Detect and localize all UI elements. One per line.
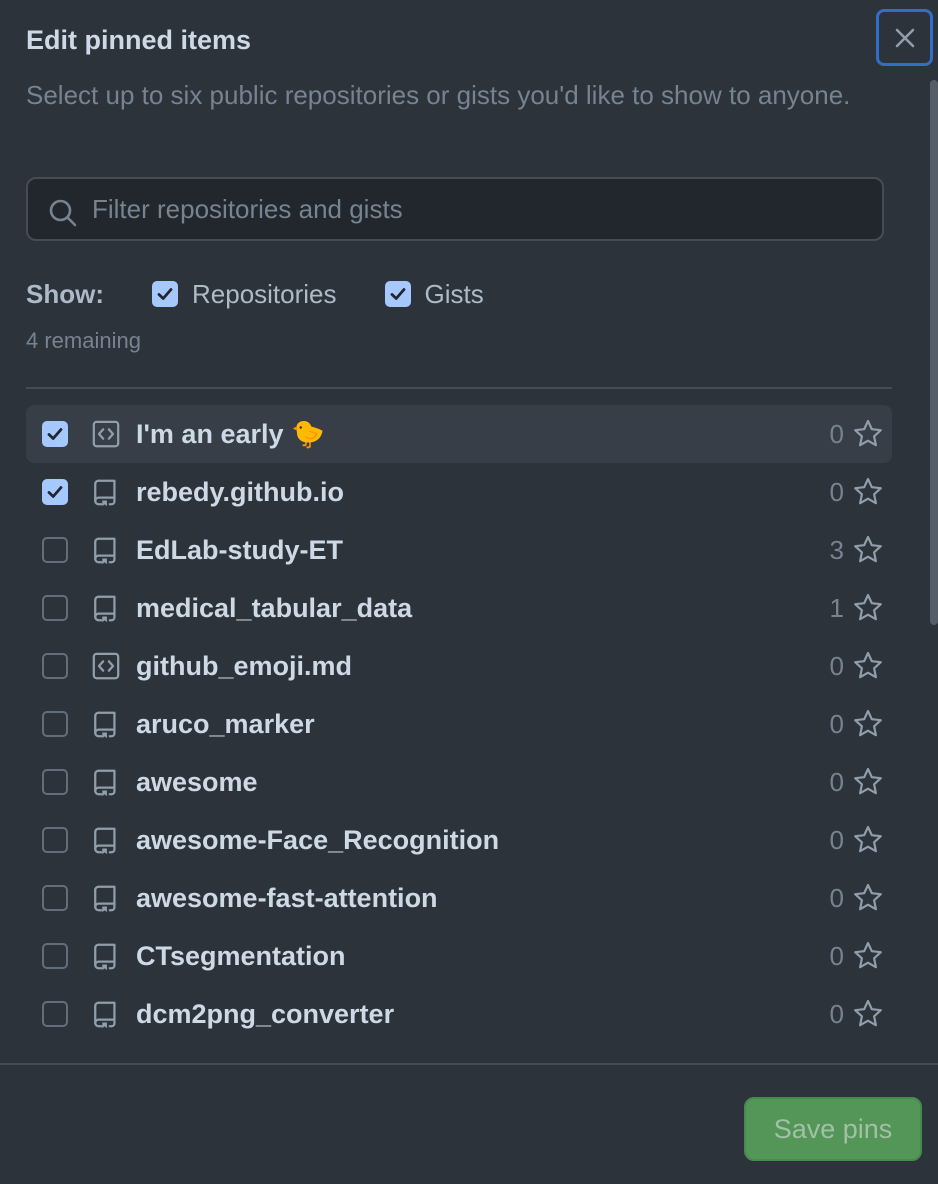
- star-icon: [852, 766, 884, 798]
- item-checkbox[interactable]: [42, 595, 68, 621]
- check-icon: [157, 288, 173, 300]
- dialog-description: Select up to six public repositories or …: [26, 80, 851, 110]
- check-icon: [390, 288, 405, 300]
- repo-icon: [90, 476, 122, 508]
- repo-icon: [90, 998, 122, 1030]
- repo-icon: [90, 824, 122, 856]
- dialog-title: Edit pinned items: [26, 25, 252, 55]
- repositories-label: Repositories: [192, 278, 337, 309]
- star-count: 0: [829, 766, 844, 797]
- star-icon: [852, 998, 884, 1030]
- show-repositories-option[interactable]: Repositories: [152, 279, 337, 310]
- item-checkbox[interactable]: [42, 479, 68, 505]
- star-icon: [852, 592, 884, 624]
- item-checkbox[interactable]: [42, 769, 68, 795]
- star-icon: [852, 534, 884, 566]
- check-icon: [47, 486, 63, 498]
- item-checkbox[interactable]: [42, 653, 68, 679]
- repositories-checkbox[interactable]: [152, 281, 178, 307]
- filter-field: [26, 177, 884, 241]
- dialog-footer: Save pins: [0, 1063, 938, 1184]
- list-item[interactable]: medical_tabular_data 1: [26, 579, 892, 637]
- list-item[interactable]: I'm an early 🐤 0: [26, 405, 892, 463]
- list-item[interactable]: awesome-Face_Recognition 0: [26, 811, 892, 869]
- item-name: awesome: [136, 766, 258, 797]
- repo-icon: [90, 766, 122, 798]
- star-count: 3: [829, 534, 844, 565]
- gists-label: Gists: [424, 278, 484, 309]
- item-name: awesome-fast-attention: [136, 882, 438, 913]
- item-checkbox[interactable]: [42, 943, 68, 969]
- star-icon: [852, 650, 884, 682]
- repo-icon: [90, 534, 122, 566]
- repo-icon: [90, 940, 122, 972]
- repo-icon: [90, 592, 122, 624]
- list-item[interactable]: rebedy.github.io 0: [26, 463, 892, 521]
- list-item[interactable]: awesome 0: [26, 753, 892, 811]
- item-name: I'm an early 🐤: [136, 419, 325, 449]
- code-square-icon: [90, 418, 122, 450]
- close-icon: [895, 28, 914, 47]
- list-item[interactable]: EdLab-study-ET 3: [26, 521, 892, 579]
- star-count: 1: [829, 592, 844, 623]
- scrollbar[interactable]: [930, 80, 938, 625]
- item-name: github_emoji.md: [136, 650, 352, 681]
- star-count: 0: [829, 940, 844, 971]
- star-count: 0: [829, 418, 844, 449]
- item-checkbox[interactable]: [42, 1001, 68, 1027]
- star-icon: [852, 882, 884, 914]
- divider: [26, 387, 892, 389]
- item-name: rebedy.github.io: [136, 476, 344, 507]
- item-name: CTsegmentation: [136, 940, 346, 971]
- item-name: EdLab-study-ET: [136, 534, 343, 565]
- star-count: 0: [829, 882, 844, 913]
- show-gists-option[interactable]: Gists: [384, 278, 484, 310]
- check-icon: [47, 428, 63, 440]
- star-count: 0: [829, 708, 844, 739]
- star-count: 0: [829, 998, 844, 1029]
- item-checkbox[interactable]: [42, 827, 68, 853]
- item-checkbox[interactable]: [42, 421, 68, 447]
- list-item[interactable]: aruco_marker 0: [26, 695, 892, 753]
- close-button[interactable]: [876, 9, 933, 66]
- repo-icon: [90, 708, 122, 740]
- filter-input[interactable]: [92, 187, 862, 231]
- star-icon: [852, 940, 884, 972]
- save-pins-button[interactable]: Save pins: [744, 1097, 922, 1161]
- show-filters: Show: Repositories Gists: [26, 274, 532, 314]
- item-name: medical_tabular_data: [136, 592, 413, 623]
- star-icon: [852, 476, 884, 508]
- code-square-icon: [90, 650, 122, 682]
- star-count: 0: [829, 824, 844, 855]
- item-checkbox[interactable]: [42, 711, 68, 737]
- repo-icon: [90, 882, 122, 914]
- item-name: aruco_marker: [136, 708, 315, 739]
- list-item[interactable]: awesome-fast-attention 0: [26, 869, 892, 927]
- list-item[interactable]: CTsegmentation 0: [26, 927, 892, 985]
- gists-checkbox[interactable]: [384, 281, 411, 307]
- list-item[interactable]: github_emoji.md 0: [26, 637, 892, 695]
- item-checkbox[interactable]: [42, 537, 68, 563]
- star-icon: [852, 824, 884, 856]
- star-icon: [852, 418, 884, 450]
- item-checkbox[interactable]: [42, 885, 68, 911]
- item-name: dcm2png_converter: [136, 998, 395, 1029]
- show-label: Show:: [26, 278, 104, 309]
- star-count: 0: [829, 476, 844, 507]
- item-name: awesome-Face_Recognition: [136, 824, 500, 855]
- star-icon: [852, 708, 884, 740]
- star-count: 0: [829, 650, 844, 681]
- remaining-count: 4 remaining: [26, 328, 141, 353]
- list-item[interactable]: dcm2png_converter 0: [26, 985, 892, 1043]
- search-icon: [49, 199, 77, 227]
